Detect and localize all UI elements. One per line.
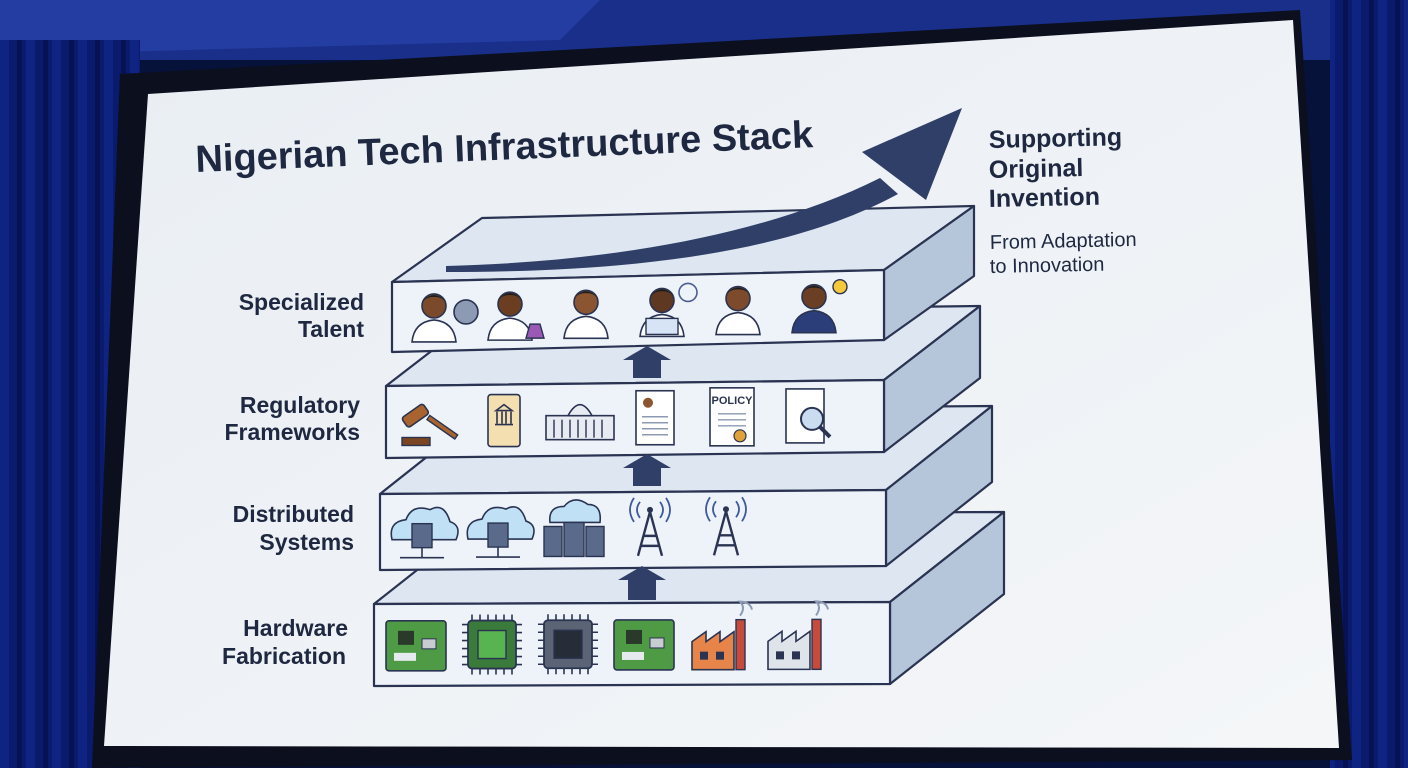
layer-label-distributed-2: Systems [259,529,354,555]
policy-certificate-icon: POLICY [710,388,754,446]
infrastructure-stack: POLICY [374,206,1004,686]
decree-scroll-icon [488,395,520,447]
side-heading-line-3: Invention [989,183,1101,213]
side-heading-line-1: Supporting [989,123,1123,154]
policy-label: POLICY [712,395,754,407]
processor-icon [538,614,598,674]
side-subtext-line-1: From Adaptation [990,229,1137,254]
stack-layer [392,206,974,352]
microchip-icon [462,615,522,675]
document-review-icon [786,389,830,443]
layer-label-hardware-2: Fabrication [222,643,346,669]
layer-label-distributed-1: Distributed [233,501,354,527]
legal-document-icon [636,391,674,445]
layer-label-talent-2: Talent [298,316,364,342]
motherboard-icon [614,620,674,670]
side-heading-line-2: Original [989,154,1084,184]
layer-label-regulatory-2: Frameworks [224,419,360,445]
circuit-board-icon [386,621,446,671]
layer-label-regulatory-1: Regulatory [240,392,360,418]
side-subtext-line-2: to Innovation [990,254,1105,278]
layer-label-hardware-1: Hardware [243,615,348,641]
layer-label-talent-1: Specialized [239,289,364,315]
